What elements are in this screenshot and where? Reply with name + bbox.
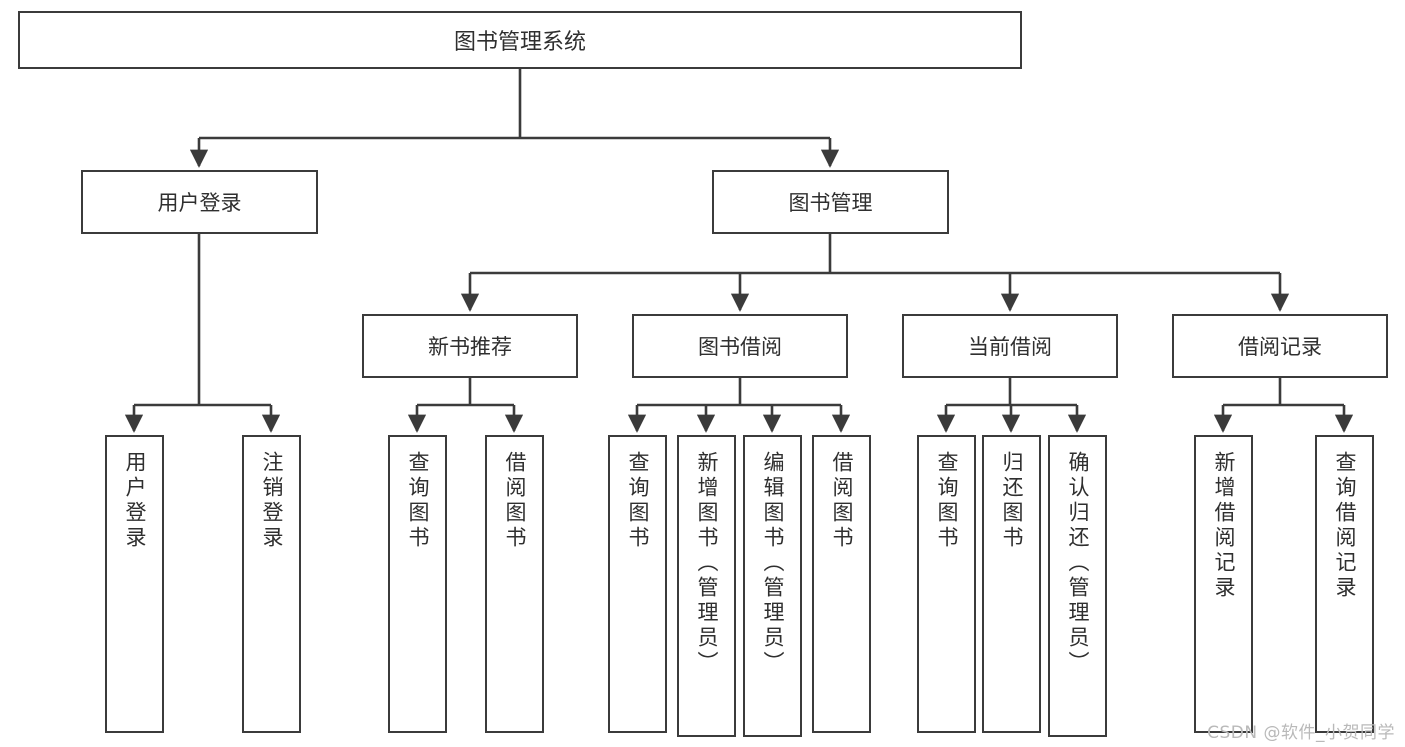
node-label: 新书推荐 xyxy=(428,335,512,359)
node-label: 用户登录 xyxy=(157,191,242,215)
leaf-query-books-current[interactable]: 查询图书 xyxy=(917,435,976,733)
node-label: 查询借阅记录 xyxy=(1333,451,1357,601)
node-label: 用户登录 xyxy=(123,451,147,551)
watermark: CSDN @软件_小贺同学 xyxy=(1207,723,1395,743)
node-label: 查询图书 xyxy=(406,451,430,551)
node-label: 图书借阅 xyxy=(698,335,782,359)
leaf-confirm-return-admin[interactable]: 确认归还（管理员） xyxy=(1048,435,1107,737)
leaf-user-login[interactable]: 用户登录 xyxy=(105,435,164,733)
leaf-add-book-admin[interactable]: 新增图书（管理员） xyxy=(677,435,736,737)
leaf-return-books[interactable]: 归还图书 xyxy=(982,435,1041,733)
node-root-system[interactable]: 图书管理系统 xyxy=(18,11,1022,69)
leaf-borrow-books-recommend[interactable]: 借阅图书 xyxy=(485,435,544,733)
node-new-book-recommend[interactable]: 新书推荐 xyxy=(362,314,578,378)
node-label: 新增借阅记录 xyxy=(1212,451,1236,601)
node-current-borrow[interactable]: 当前借阅 xyxy=(902,314,1118,378)
node-label: 图书管理 xyxy=(788,191,873,215)
node-label: 查询图书 xyxy=(935,451,959,551)
node-book-management[interactable]: 图书管理 xyxy=(712,170,949,234)
node-label: 当前借阅 xyxy=(968,335,1052,359)
node-label: 注销登录 xyxy=(260,451,284,551)
node-label: 查询图书 xyxy=(626,451,650,551)
leaf-add-borrow-record[interactable]: 新增借阅记录 xyxy=(1194,435,1253,733)
node-label: 借阅图书 xyxy=(830,451,854,551)
leaf-query-books-recommend[interactable]: 查询图书 xyxy=(388,435,447,733)
node-label: 编辑图书（管理员） xyxy=(761,451,785,676)
node-label: 归还图书 xyxy=(1000,451,1024,551)
leaf-query-borrow-record[interactable]: 查询借阅记录 xyxy=(1315,435,1374,733)
node-label: 确认归还（管理员） xyxy=(1066,451,1090,676)
node-label: 新增图书（管理员） xyxy=(695,451,719,676)
leaf-borrow-books[interactable]: 借阅图书 xyxy=(812,435,871,733)
node-label: 借阅图书 xyxy=(503,451,527,551)
node-user-login[interactable]: 用户登录 xyxy=(81,170,318,234)
leaf-logout[interactable]: 注销登录 xyxy=(242,435,301,733)
leaf-edit-book-admin[interactable]: 编辑图书（管理员） xyxy=(743,435,802,737)
node-label: 图书管理系统 xyxy=(453,30,586,55)
node-borrow-records[interactable]: 借阅记录 xyxy=(1172,314,1388,378)
node-book-borrow[interactable]: 图书借阅 xyxy=(632,314,848,378)
leaf-query-books-borrow[interactable]: 查询图书 xyxy=(608,435,667,733)
node-label: 借阅记录 xyxy=(1238,335,1322,359)
